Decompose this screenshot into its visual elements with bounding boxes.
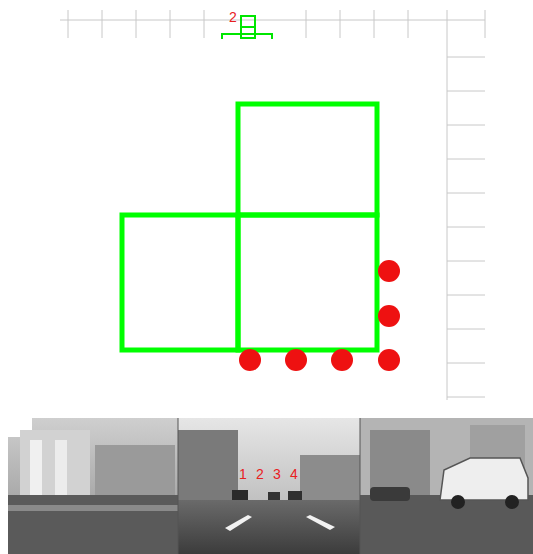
callout-number: 1 xyxy=(239,467,247,481)
callout-number: 2 xyxy=(256,467,264,481)
callout-number: 4 xyxy=(290,467,298,481)
detection-dot xyxy=(239,260,400,371)
occupancy-box xyxy=(122,104,377,350)
camera-panorama xyxy=(8,418,533,554)
ruler xyxy=(60,10,485,400)
callout-number: 2 xyxy=(229,10,237,24)
callout-number: 3 xyxy=(273,467,281,481)
